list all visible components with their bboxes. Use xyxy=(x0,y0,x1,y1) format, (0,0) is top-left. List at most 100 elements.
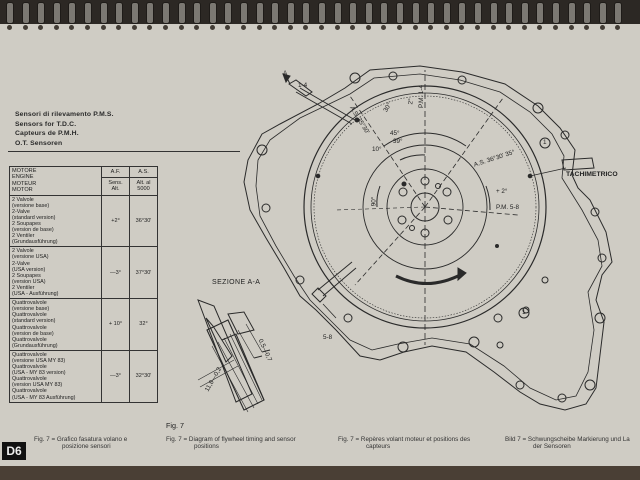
as-value: 32°30' xyxy=(129,349,158,403)
binding-ring xyxy=(536,2,545,24)
binding-hole xyxy=(615,25,621,30)
binding-hole xyxy=(272,25,278,30)
timing-table: MOTORE ENGINE MOTEUR MOTOR A.F. A.S. Sen… xyxy=(9,166,158,403)
caption-line: positions xyxy=(194,443,219,451)
heading-fr: Capteurs de P.M.H. xyxy=(15,130,79,138)
binding-ring xyxy=(364,2,373,24)
engine-cell: 2 Valvole (versione USA) 2-Valve (USA ve… xyxy=(9,246,102,300)
engine-line: (version de base) xyxy=(12,330,54,337)
binding-ring xyxy=(177,2,186,24)
engine-line: Quattrovalvole xyxy=(12,324,47,331)
table-header-row: MOTORE ENGINE MOTEUR MOTOR A.F. A.S. xyxy=(9,166,158,196)
caption-line: posizione sensori xyxy=(62,443,111,451)
binding-hole xyxy=(334,25,340,30)
binding-hole xyxy=(319,25,324,30)
section-divider xyxy=(8,151,240,152)
binding-hole xyxy=(7,25,12,30)
binding-ring xyxy=(380,2,389,24)
binding-hole xyxy=(53,25,59,30)
label-circle-1: 1 xyxy=(543,139,547,146)
engine-line: Quattrovalvole xyxy=(12,388,47,395)
caption-en: Fig. 7 = Diagram of flywheel timing and … xyxy=(166,436,296,450)
binding-hole xyxy=(225,25,231,30)
binding-hole xyxy=(100,25,106,30)
binding-ring xyxy=(21,2,30,24)
binding-hole xyxy=(365,25,371,30)
binding-ring xyxy=(255,2,264,24)
table-row: 2 Valvole (versione USA) 2-Valve (USA ve… xyxy=(9,246,158,300)
header-engine-en: ENGINE xyxy=(12,174,34,181)
engine-line: 2-Valve xyxy=(12,208,30,215)
binding-hole xyxy=(506,25,512,30)
binding-ring xyxy=(333,2,342,24)
table-row: Quattrovalvole (versione base) Quattrova… xyxy=(9,298,158,351)
caption-line: Bild 7 = Schwungscheibe Markierung und L… xyxy=(505,436,630,443)
binding-ring xyxy=(208,2,217,24)
housing-outline xyxy=(243,65,613,411)
caption-fr: Fig. 7 = Repères volant moteur et positi… xyxy=(338,436,470,450)
binding-holes xyxy=(0,24,640,32)
binding-ring xyxy=(567,2,576,24)
binding-ring xyxy=(68,2,77,24)
label-deg-90: 90° xyxy=(370,196,378,207)
engine-line: (version USA MY 83) xyxy=(12,382,63,389)
binding-hole xyxy=(303,25,309,30)
binding-hole xyxy=(116,25,122,30)
binding-hole xyxy=(443,25,449,30)
binding-hole xyxy=(241,25,246,30)
binding-ring xyxy=(396,2,404,24)
binding-hole xyxy=(412,25,418,30)
table-row: 2 Valvole (versione base) 2-Valve (stand… xyxy=(9,194,158,248)
binding-ring xyxy=(52,2,61,24)
engine-line: (USA - MY 83 Ausführung) xyxy=(12,394,76,401)
label-deg-39: 39° xyxy=(393,138,403,145)
engine-line: 2-Valve xyxy=(12,260,30,267)
engine-line: (USA version) xyxy=(12,266,46,273)
binding-hole xyxy=(397,25,402,30)
binding-ring xyxy=(411,2,420,24)
binding-hole xyxy=(584,25,590,30)
binding-ring xyxy=(37,2,46,24)
binding-hole xyxy=(147,25,153,30)
engine-line: (versione base) xyxy=(12,202,50,209)
table-subheader-row: Sens. Alt. Alt. al 5000 xyxy=(10,176,158,196)
binding-hole xyxy=(85,25,90,30)
section-label: SEZIONE A-A xyxy=(212,279,261,286)
as-value: 37°30' xyxy=(129,246,158,300)
header-engine-de: MOTOR xyxy=(12,187,33,194)
binding-ring xyxy=(84,2,92,24)
binding-ring xyxy=(489,2,498,24)
binding-ring xyxy=(458,2,467,24)
housing-inner-outline xyxy=(255,73,603,401)
engine-line: Quattrovalvole xyxy=(12,364,47,371)
table-row: Quattrovalvole (versione USA MY 83) Quat… xyxy=(9,349,158,403)
binding-hole xyxy=(38,25,44,30)
label-1-4: 1-4 xyxy=(298,82,308,89)
engine-line: (Grundausführung) xyxy=(12,342,58,349)
engine-line: 2 Valvole xyxy=(12,196,34,203)
binding-ring xyxy=(146,2,155,24)
engine-cell: Quattrovalvole (versione USA MY 83) Quat… xyxy=(9,349,102,403)
label-pm58: P.M. 5-8 xyxy=(496,204,519,211)
label-5-8: 5-8 xyxy=(323,334,333,341)
binding-hole xyxy=(599,25,605,30)
heading-it: Sensori di rilevamento P.M.S. xyxy=(15,111,114,118)
caption-line: Fig. 7 = Grafico fasatura volano e xyxy=(34,436,128,443)
binding-hole xyxy=(428,25,434,30)
engine-line: (USA - MY 83 version) xyxy=(12,370,66,377)
caption-de: Bild 7 = Schwungscheibe Markierung und L… xyxy=(505,436,630,450)
binding-ring xyxy=(224,2,233,24)
label-deg-45: 45° xyxy=(390,130,400,137)
spiral-binding xyxy=(0,0,640,24)
binding-ring xyxy=(271,2,280,24)
sensor-headings: Sensori di rilevamento P.M.S. Sensors fo… xyxy=(15,110,114,148)
binding-hole xyxy=(381,25,387,30)
engine-line: (standard version) xyxy=(12,214,56,221)
binding-hole xyxy=(459,25,465,30)
binding-ring xyxy=(598,2,607,24)
label-a: A xyxy=(283,70,288,77)
binding-ring xyxy=(286,2,295,24)
engine-line: Quattrovalvole xyxy=(12,312,47,319)
label-deg-10: 10° xyxy=(372,146,382,153)
binding-ring xyxy=(240,2,248,24)
